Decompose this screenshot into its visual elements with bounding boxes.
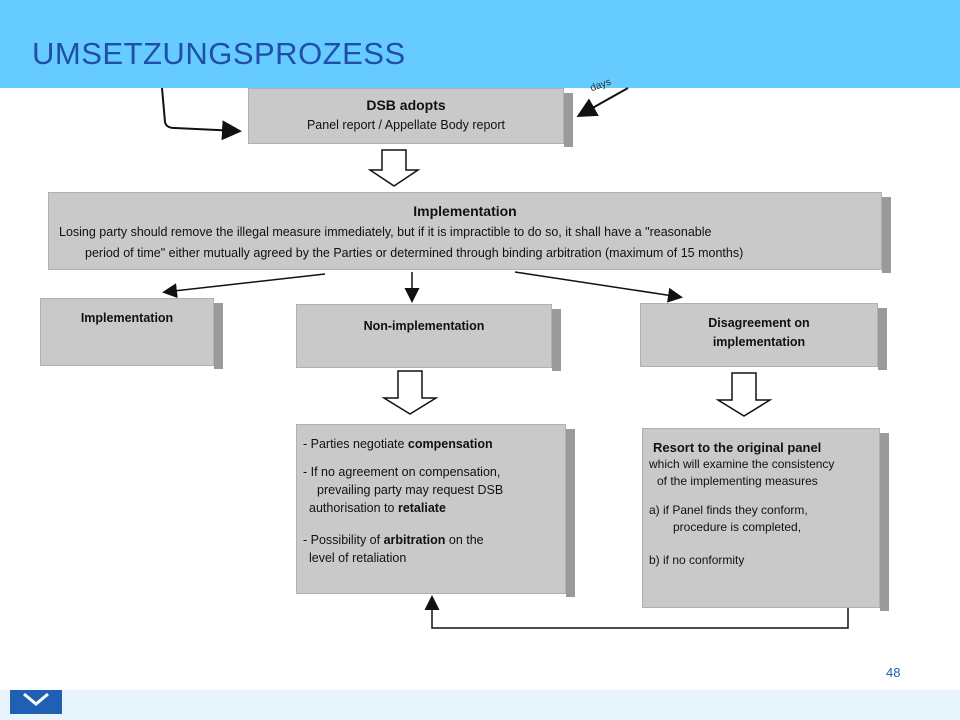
incoming-arrow-right	[576, 87, 629, 117]
incoming-arrow-left	[161, 87, 242, 141]
implementation-title: Implementation	[413, 203, 517, 219]
logo-icon	[10, 690, 62, 714]
compensation-item2-line3-bold: retaliate	[397, 501, 446, 515]
dsb-adopts-box: DSB adopts Panel report / Appellate Body…	[248, 88, 573, 147]
header-bar	[0, 0, 960, 88]
logo-chevron-icon	[23, 692, 49, 706]
compensation-item3-post: on the	[445, 533, 484, 547]
branch-arrow-left	[162, 273, 326, 299]
original-panel-line2: of the implementing measures	[657, 474, 818, 488]
original-panel-title: Resort to the original panel	[653, 440, 822, 455]
compensation-item1-bold: compensation	[407, 437, 493, 451]
branch-arrow-right	[514, 271, 683, 303]
footer-bar	[0, 690, 960, 720]
page-title: UMSETZUNGSPROZESS	[32, 36, 406, 71]
branch-implementation-label: Implementation	[80, 311, 174, 325]
compensation-item3-line1: - Possibility of arbitration on the	[303, 531, 565, 549]
hollow-arrow-non-impl	[381, 370, 439, 415]
branch-disagreement-box: Disagreement on implementation	[640, 303, 887, 370]
compensation-item3-line2: level of retaliation	[309, 551, 407, 565]
dsb-title: DSB adopts	[366, 97, 446, 113]
hollow-arrow-dsb	[367, 149, 421, 187]
compensation-item2-line2: prevailing party may request DSB	[317, 483, 504, 497]
implementation-main-box: Implementation Losing party should remov…	[48, 192, 891, 273]
branch-disagreement-line1: Disagreement on	[708, 316, 810, 330]
original-panel-line1: which will examine the consistency	[649, 457, 835, 471]
compensation-item2-line3-text: authorisation to	[309, 501, 398, 515]
compensation-item2-line3: authorisation to retaliate	[309, 499, 565, 517]
branch-implementation-box: Implementation	[40, 298, 223, 369]
compensation-item3-text: - Possibility of	[303, 533, 384, 547]
original-panel-b-line: b) if no conformity	[649, 553, 745, 567]
compensation-item1: - Parties negotiate compensation	[303, 435, 565, 453]
implementation-line1: Losing party should remove the illegal m…	[59, 225, 712, 239]
compensation-item3-bold: arbitration	[383, 533, 446, 547]
original-panel-box: Resort to the original panel which will …	[642, 428, 889, 611]
compensation-item2-line1: - If no agreement on compensation,	[303, 465, 501, 479]
page-number: 48	[886, 665, 901, 680]
original-panel-a-line2: procedure is completed,	[673, 520, 802, 534]
compensation-box: - Parties negotiate compensation - If no…	[296, 424, 575, 597]
branch-non-implementation-box: Non-implementation	[296, 304, 561, 371]
compensation-item1-text: - Parties negotiate	[303, 437, 408, 451]
branch-disagreement-line2: implementation	[712, 335, 806, 349]
implementation-line2: period of time" either mutually agreed b…	[85, 246, 744, 260]
hollow-arrow-disagree	[715, 372, 773, 417]
branch-non-implementation-label: Non-implementation	[363, 319, 485, 333]
dsb-subtitle: Panel report / Appellate Body report	[306, 118, 506, 132]
original-panel-a-line1: a) if Panel finds they conform,	[649, 503, 808, 517]
